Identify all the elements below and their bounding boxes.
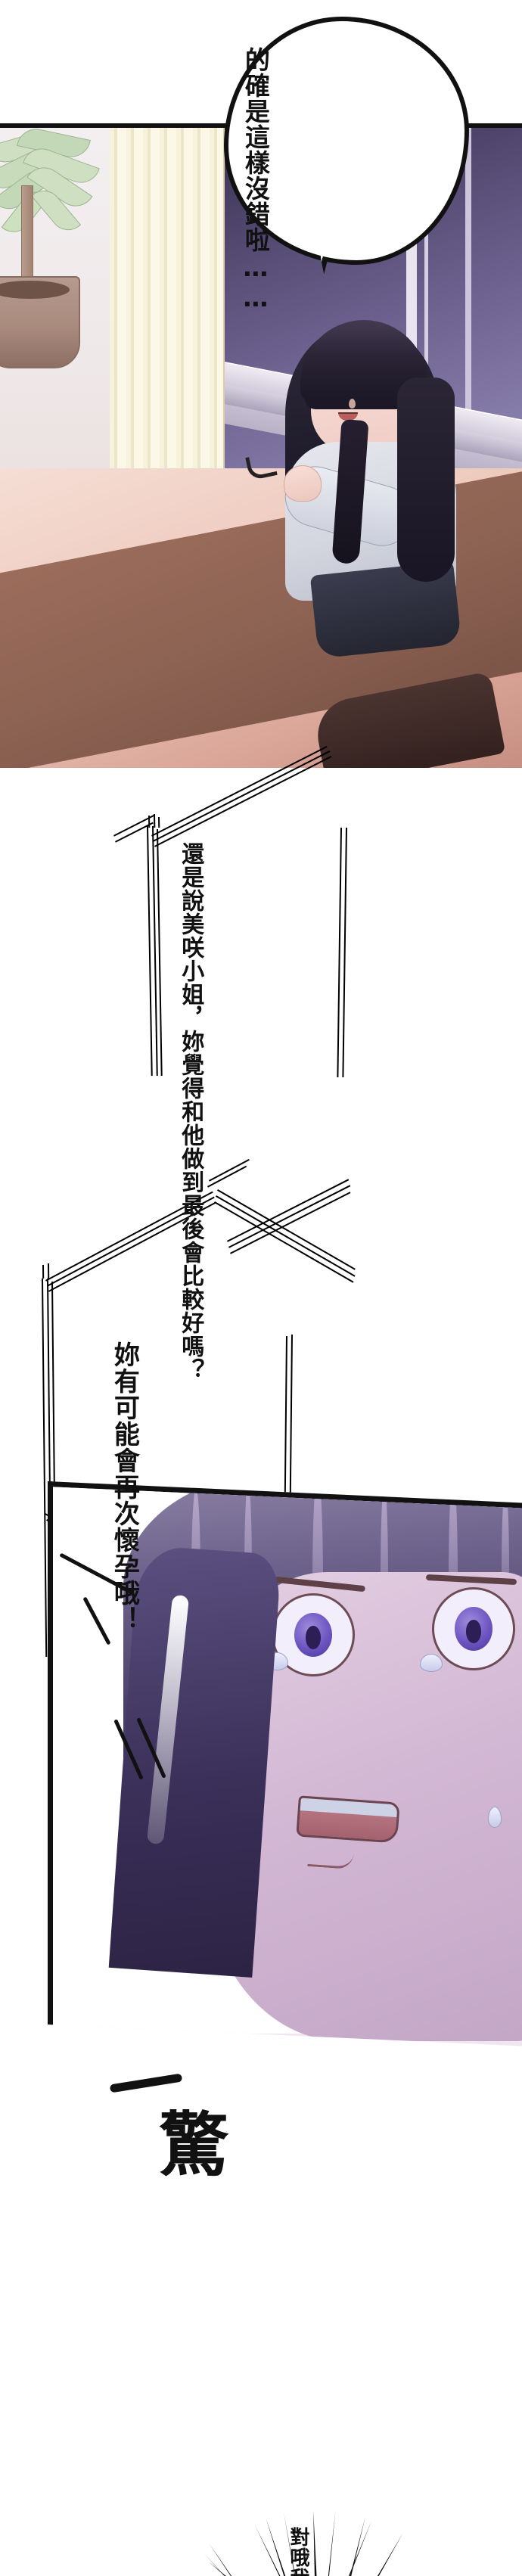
burst-ray	[312, 2510, 318, 2576]
speech-bubble-1-column-1: 的確是這樣	[241, 47, 271, 176]
speech-bubble-3-text: 妳有可能會再次懷孕哦！	[109, 1341, 140, 1633]
speech-bubble-2-column-3: 會比較好嗎？	[177, 1241, 204, 1381]
panel-4-column-2: 我原	[287, 2568, 309, 2576]
curtain	[110, 128, 225, 494]
burst-ray	[337, 2520, 372, 2576]
plant-trunk	[21, 185, 33, 285]
hand	[284, 465, 322, 502]
eye-right	[432, 1587, 515, 1670]
speech-bubble-3-column-1: 妳有可能會	[109, 1341, 140, 1474]
mouth-open	[296, 1795, 400, 1844]
speech-bubble-1	[224, 17, 469, 265]
panel-4-text: 對哦我原「賢	[287, 2527, 310, 2576]
plant-soil	[0, 281, 70, 299]
hair-front-right	[397, 378, 455, 582]
radial-burst	[151, 2397, 484, 2576]
speech-bubble-2-text: 還是說美咲小姐，妳覺得和他做到最後會比較好嗎？	[177, 842, 204, 1381]
character-misaki	[245, 287, 480, 665]
sfx-shock-glyph: 驚	[159, 2105, 229, 2186]
speech-bubble-1-column-2: 沒錯啦……	[241, 176, 271, 313]
panel-1	[0, 123, 522, 768]
tear-right	[420, 1654, 443, 1672]
burst-ray	[207, 2560, 278, 2576]
sweat-drop-cheek	[488, 1807, 502, 1828]
speech-bubble-1-text: 的確是這樣沒錯啦……	[241, 47, 271, 313]
burst-ray	[322, 2511, 336, 2576]
speech-bubble-2-column-1: 還是說美咲小姐，	[177, 842, 204, 1030]
speech-bubble-3-column-2: 再次懷孕哦！	[109, 1474, 140, 1633]
mouth	[338, 412, 358, 421]
sfx-dash-stroke	[109, 2073, 183, 2093]
speech-bubble-2-column-2: 妳覺得和他做到最後	[177, 1030, 204, 1241]
potted-plant	[0, 128, 113, 368]
panel-4-column-1: 對哦	[287, 2527, 310, 2568]
sweat-drop	[349, 399, 356, 409]
burst-ray	[204, 2553, 283, 2576]
